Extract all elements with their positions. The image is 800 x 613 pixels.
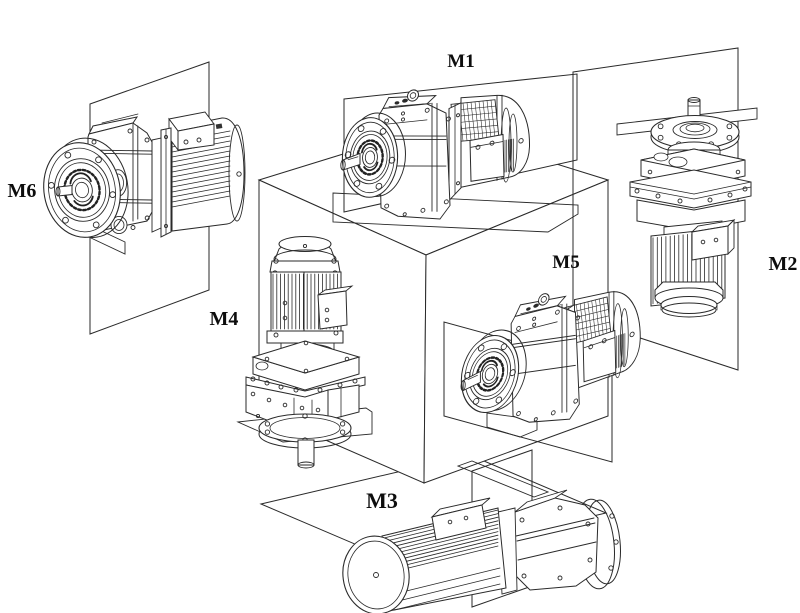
svg-text:M5: M5 [552, 252, 579, 273]
svg-text:M2: M2 [769, 253, 798, 275]
svg-text:M6: M6 [8, 180, 37, 202]
svg-text:M4: M4 [210, 308, 239, 330]
svg-text:M1: M1 [447, 51, 474, 72]
svg-text:M3: M3 [366, 488, 398, 513]
